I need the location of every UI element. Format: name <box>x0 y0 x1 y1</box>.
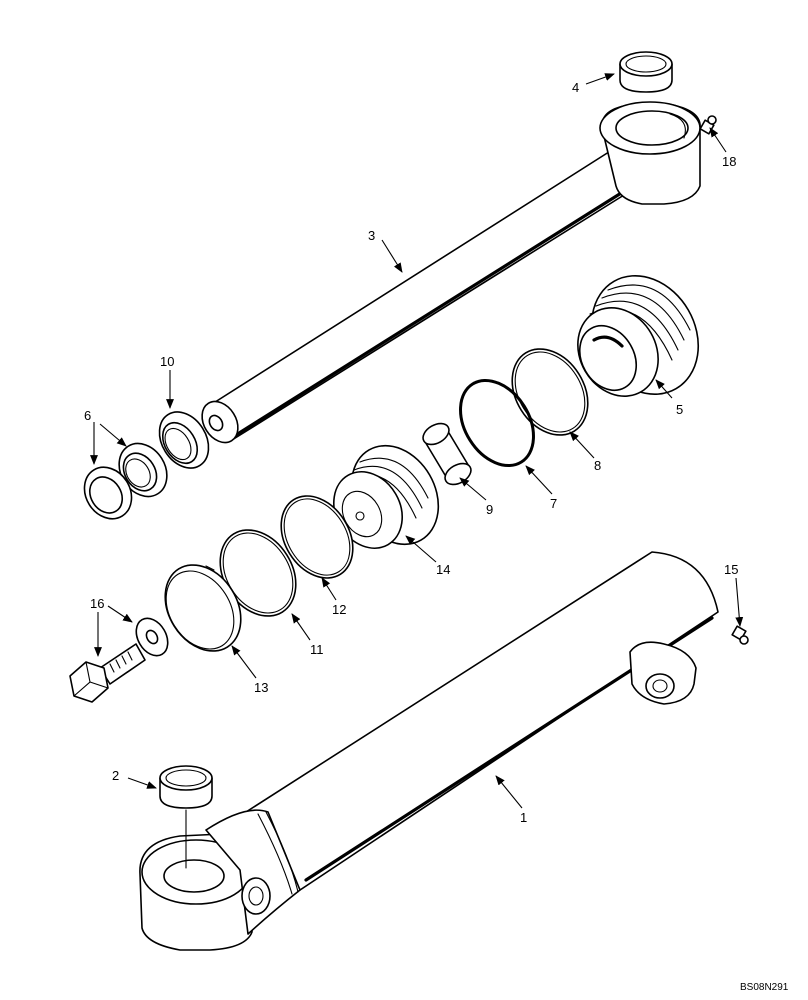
bushing-part-2 <box>159 765 213 809</box>
callout-2: 2 <box>112 768 119 783</box>
grease-fitting-part-15 <box>731 625 749 645</box>
bolt-part-16 <box>69 643 146 703</box>
callout-6: 6 <box>84 408 91 423</box>
callout-12: 12 <box>332 602 346 617</box>
callout-9: 9 <box>486 502 493 517</box>
callout-10: 10 <box>160 354 174 369</box>
leader-lines <box>90 73 744 809</box>
callout-15: 15 <box>724 562 738 577</box>
callout-1: 1 <box>520 810 527 825</box>
callout-5: 5 <box>676 402 683 417</box>
seal-part-10 <box>158 411 210 469</box>
ring-part-12 <box>280 495 354 579</box>
bushing-part-4 <box>619 51 673 93</box>
callout-18: 18 <box>722 154 736 169</box>
callout-11: 11 <box>310 642 324 657</box>
wear-ring-part-13 <box>164 564 242 652</box>
piston-part-14 <box>333 444 440 549</box>
washer-part-16 <box>135 617 169 657</box>
o-ring-part-7 <box>459 378 535 468</box>
ring-part-8 <box>511 348 589 436</box>
callout-4: 4 <box>572 80 579 95</box>
figure-code: BS08N291 <box>740 982 789 993</box>
callout-labels: 4 18 3 10 6 5 8 7 9 14 12 11 13 16 15 2 … <box>84 80 789 993</box>
piston-rod-part-3 <box>201 101 701 444</box>
cylinder-head-part-5 <box>577 274 700 397</box>
callout-8: 8 <box>594 458 601 473</box>
callout-13: 13 <box>254 680 268 695</box>
callout-16: 16 <box>90 596 104 611</box>
callout-7: 7 <box>550 496 557 511</box>
seal-part-6-outer <box>83 466 133 520</box>
callout-3: 3 <box>368 228 375 243</box>
cylinder-barrel-part-1 <box>139 551 719 951</box>
callout-14: 14 <box>436 562 450 577</box>
grease-fitting-part-18 <box>699 115 717 135</box>
seal-part-6-inner <box>118 442 168 498</box>
